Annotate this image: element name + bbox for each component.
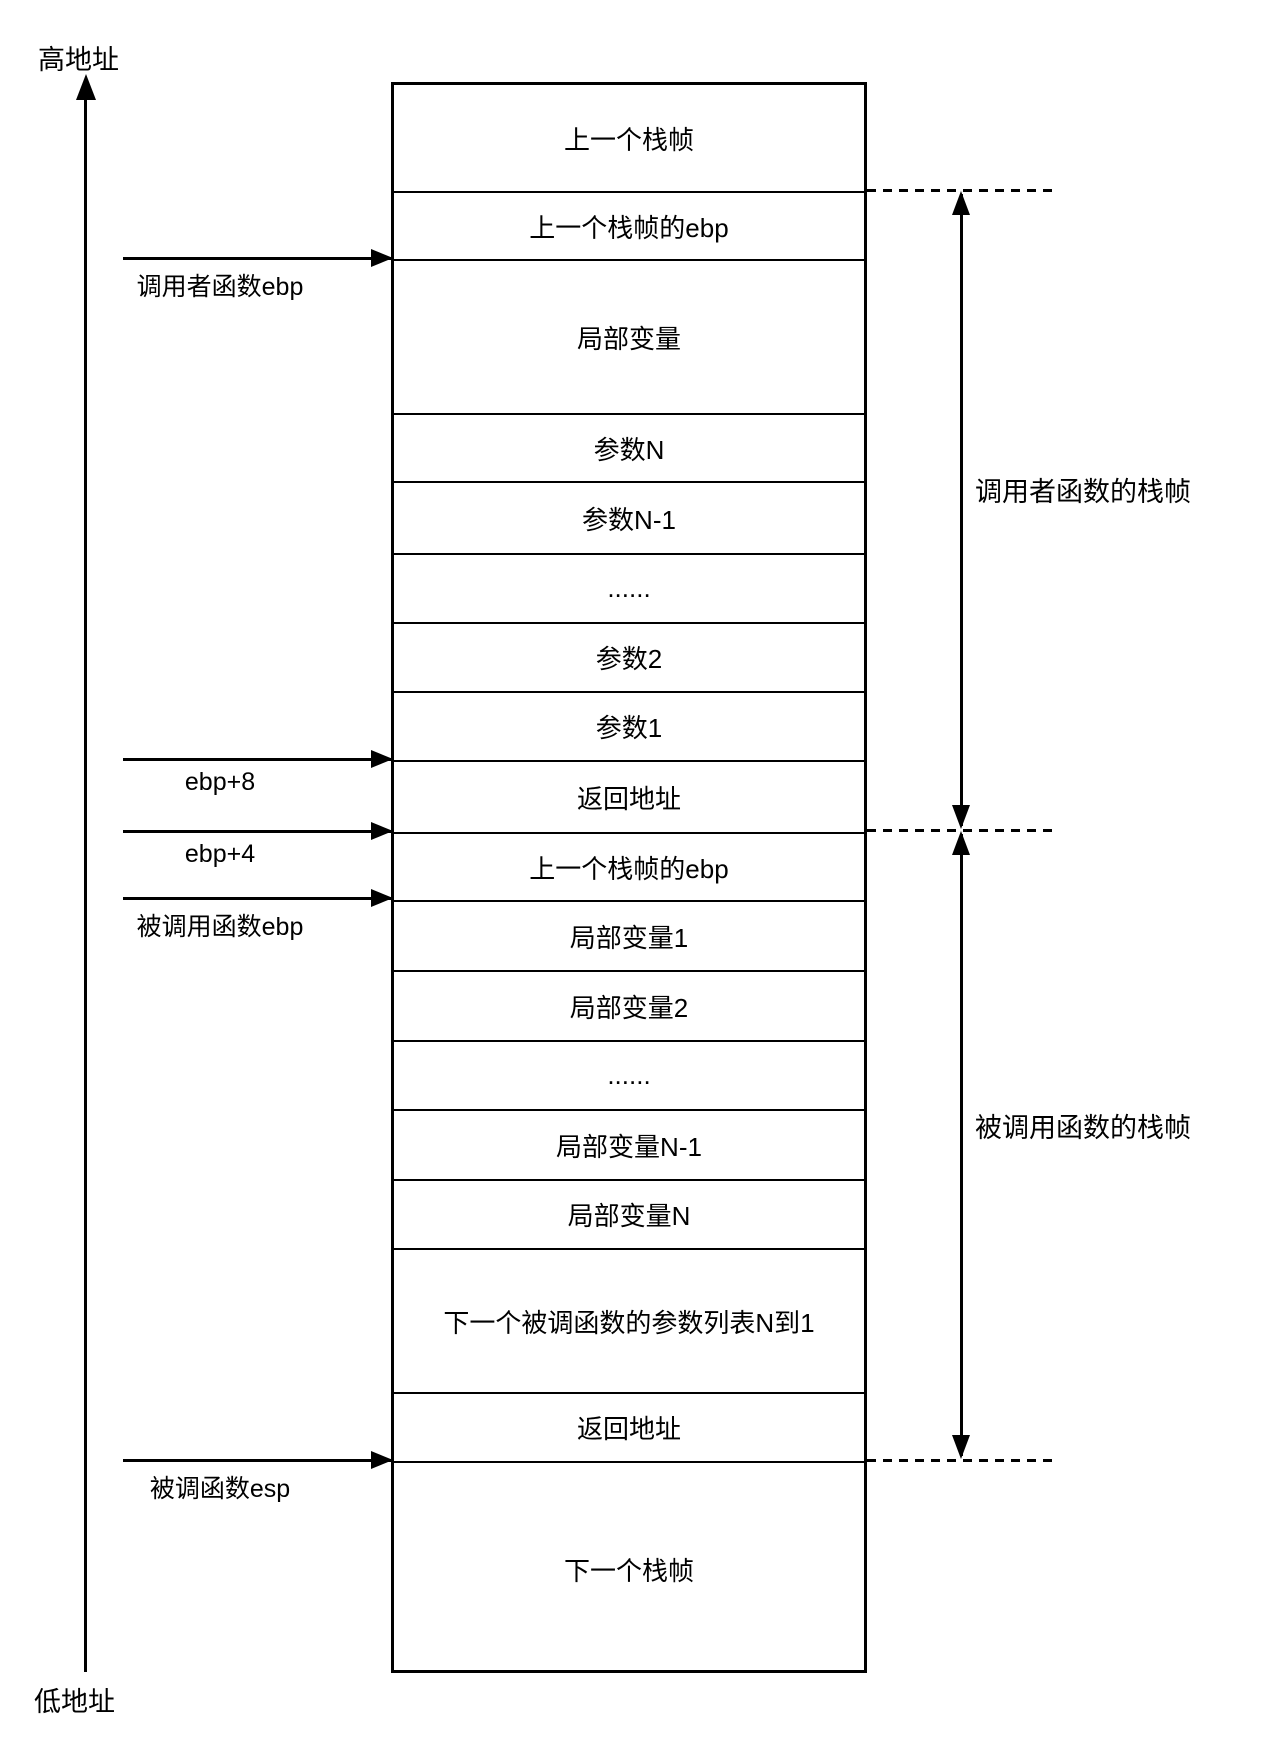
stack-cell-ellipsis-params: ......	[394, 555, 864, 624]
stack-cell-label: 返回地址	[576, 783, 681, 814]
arrow-up-icon	[952, 831, 971, 855]
stack-cell-label: 上一个栈帧的ebp	[529, 853, 729, 884]
callee-esp-label: 被调函数esp	[149, 1475, 291, 1503]
stack-cell-param-1: 参数1	[394, 693, 864, 762]
stack-cell-label: 局部变量	[576, 323, 681, 354]
stack-cell-label: 上一个栈帧	[563, 124, 694, 155]
arrow-down-icon	[952, 805, 971, 829]
dashed-separator-middle	[867, 829, 1058, 832]
stack-cell-label: 参数N	[593, 434, 665, 465]
stack-cell-label: 下一个栈帧	[563, 1556, 694, 1586]
stack-cell-param-n1: 参数N-1	[394, 483, 864, 555]
stack-cell-label: 局部变量N-1	[556, 1131, 702, 1162]
stack-cell-ellipsis-locals: ......	[394, 1042, 864, 1111]
stack-cell-local-var-n1: 局部变量N-1	[394, 1111, 864, 1181]
caller-ebp-label: 调用者函数ebp	[136, 273, 304, 301]
callee-frame-span-arrow	[952, 831, 971, 1459]
stack-cell-return-address-2: 返回地址	[394, 1394, 864, 1463]
stack-cell-label: ......	[607, 1060, 651, 1090]
stack-cell-next-frame: 下一个栈帧	[394, 1463, 864, 1676]
stack-box: 上一个栈帧 上一个栈帧的ebp 局部变量 参数N 参数N-1 ...... 参数…	[391, 82, 867, 1673]
stack-cell-prev-frame: 上一个栈帧	[394, 85, 864, 193]
stack-cell-next-callee-params: 下一个被调函数的参数列表N到1	[394, 1250, 864, 1394]
callee-frame-label: 被调用函数的栈帧	[975, 1113, 1191, 1143]
caller-frame-span-arrow	[952, 191, 971, 829]
ebp-plus-8-label: ebp+8	[184, 768, 256, 796]
stack-cell-label: 上一个栈帧的ebp	[529, 212, 729, 243]
stack-cell-local-var-1: 局部变量1	[394, 902, 864, 972]
stack-cell-local-var-2: 局部变量2	[394, 972, 864, 1042]
stack-cell-param-2: 参数2	[394, 624, 864, 693]
dashed-separator-bottom	[867, 1459, 1058, 1462]
arrow-up-icon	[952, 191, 971, 215]
stack-cell-label: 返回地址	[576, 1414, 681, 1444]
stack-cell-label: 局部变量N	[567, 1201, 691, 1231]
address-axis-line	[84, 86, 87, 1672]
stack-cell-label: ......	[607, 573, 651, 603]
stack-cell-label: 参数2	[595, 644, 663, 674]
ebp-plus-8-arrow	[123, 758, 391, 761]
low-address-label: 低地址	[34, 1687, 115, 1717]
stack-cell-label: 参数N-1	[582, 504, 676, 535]
stack-cell-prev-frame-ebp: 上一个栈帧的ebp	[394, 193, 864, 261]
stack-cell-label: 下一个被调函数的参数列表N到1	[443, 1307, 815, 1338]
stack-cell-local-var-n: 局部变量N	[394, 1181, 864, 1250]
stack-cell-prev-frame-ebp-2: 上一个栈帧的ebp	[394, 834, 864, 902]
high-address-label: 高地址	[38, 45, 119, 75]
dashed-separator-top	[867, 189, 1058, 192]
callee-esp-arrow	[123, 1459, 391, 1462]
caller-ebp-arrow	[123, 257, 391, 260]
caller-frame-label: 调用者函数的栈帧	[975, 477, 1191, 507]
stack-cell-label: 局部变量2	[569, 992, 689, 1023]
arrow-down-icon	[952, 1435, 971, 1459]
callee-ebp-label: 被调用函数ebp	[136, 913, 304, 941]
stack-cell-label: 参数1	[595, 713, 663, 743]
callee-ebp-arrow	[123, 897, 391, 900]
ebp-plus-4-arrow	[123, 830, 391, 833]
stack-cell-return-address: 返回地址	[394, 762, 864, 834]
ebp-plus-4-label: ebp+4	[184, 840, 256, 868]
stack-cell-local-vars: 局部变量	[394, 261, 864, 415]
stack-cell-param-n: 参数N	[394, 415, 864, 483]
stack-cell-label: 局部变量1	[569, 922, 689, 953]
